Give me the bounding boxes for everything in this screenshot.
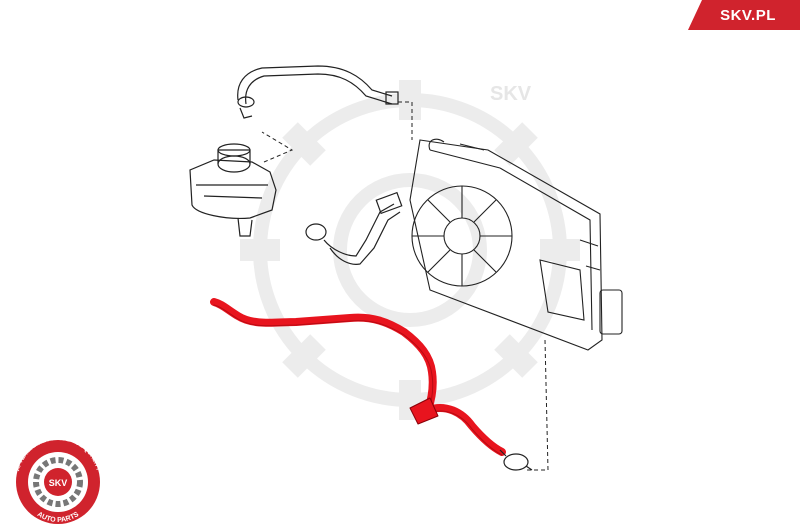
brand-tag[interactable]: SKV.PL bbox=[688, 0, 800, 30]
skv-badge-logo: SKV AFTERMARKET PRICE · OE QUALITY AUTO … bbox=[15, 436, 101, 524]
radiator-fan-assembly bbox=[409, 138, 623, 351]
guide-lines bbox=[398, 101, 549, 471]
watermark-text: SKV bbox=[490, 83, 532, 105]
coolant-hose-highlighted bbox=[210, 298, 506, 456]
brand-tag-text: SKV.PL bbox=[720, 6, 776, 24]
hose-clamp bbox=[499, 449, 533, 471]
upper-hose bbox=[305, 191, 403, 265]
badge-center-text: SKV bbox=[49, 478, 68, 488]
gear-watermark bbox=[240, 80, 580, 420]
leader-line bbox=[261, 131, 294, 163]
expansion-tank bbox=[189, 143, 277, 237]
vent-hose bbox=[237, 65, 399, 119]
